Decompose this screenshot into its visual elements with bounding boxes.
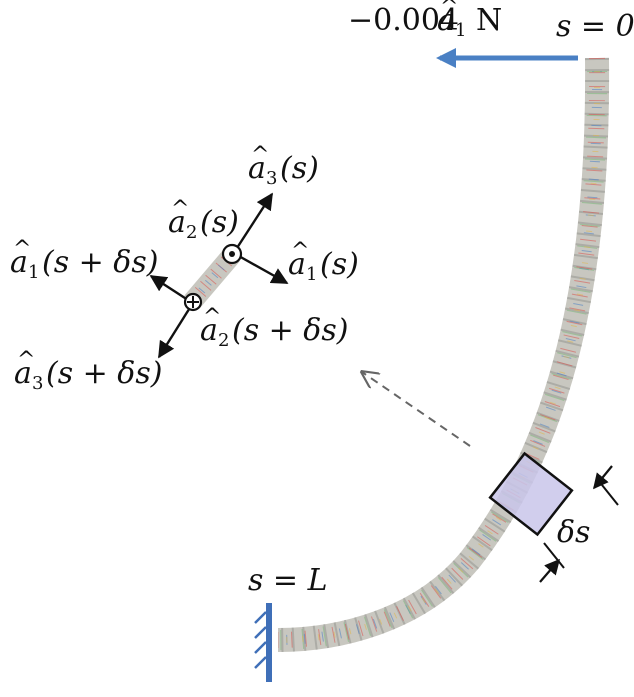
svg-text:a: a xyxy=(10,245,28,280)
element-box xyxy=(488,451,574,537)
triad-s xyxy=(221,192,289,285)
svg-text:3: 3 xyxy=(32,373,43,394)
svg-text:(s + δs): (s + δs) xyxy=(42,245,158,280)
svg-text:a: a xyxy=(200,313,218,348)
svg-text:a: a xyxy=(248,151,266,186)
label-a1-s: a ^ 1 (s) xyxy=(288,239,359,285)
force-magnitude: −0.004 xyxy=(348,3,459,38)
svg-text:(s): (s) xyxy=(320,247,359,282)
triad-s-plus-ds xyxy=(149,274,203,359)
svg-text:2: 2 xyxy=(186,222,197,243)
svg-text:2: 2 xyxy=(218,330,229,351)
svg-text:^: ^ xyxy=(291,239,309,264)
force-vector-subscript: 1 xyxy=(455,20,466,41)
curved-rod xyxy=(277,57,610,652)
svg-text:3: 3 xyxy=(266,168,277,189)
zoom-pointer-arrow xyxy=(362,372,471,447)
svg-text:^: ^ xyxy=(251,143,269,168)
force-vector-hat: ^ xyxy=(440,0,458,20)
svg-text:1: 1 xyxy=(306,264,317,285)
svg-text:1: 1 xyxy=(28,262,39,283)
force-vector-symbol: a xyxy=(437,3,455,38)
s-start-label: s = 0 xyxy=(556,9,634,44)
label-a3-s: a ^ 3 (s) xyxy=(248,143,319,189)
ds-label: δs xyxy=(557,515,590,550)
svg-text:(s): (s) xyxy=(200,205,239,240)
label-a2-s-ds: a ^ 2 (s + δs) xyxy=(200,305,348,351)
svg-text:^: ^ xyxy=(203,305,221,330)
svg-text:a: a xyxy=(288,247,306,282)
svg-text:^: ^ xyxy=(171,197,189,222)
force-label: −0.004 a ^ 1 N xyxy=(348,0,502,41)
s-end-label: s = L xyxy=(248,563,328,598)
svg-text:^: ^ xyxy=(17,348,35,373)
label-a2-s: a ^ 2 (s) xyxy=(168,197,239,243)
label-a3-s-ds: a ^ 3 (s + δs) xyxy=(14,348,162,394)
force-unit: N xyxy=(476,3,502,38)
svg-text:a: a xyxy=(14,356,32,391)
svg-text:(s): (s) xyxy=(280,151,319,186)
svg-text:a: a xyxy=(168,205,186,240)
svg-text:(s + δs): (s + δs) xyxy=(232,313,348,348)
ds-dimension: δs xyxy=(539,465,619,583)
zoomed-segment xyxy=(184,248,240,309)
label-a1-s-ds: a ^ 1 (s + δs) xyxy=(10,237,158,283)
fixed-wall-support xyxy=(254,603,272,682)
svg-text:^: ^ xyxy=(13,237,31,262)
svg-text:(s + δs): (s + δs) xyxy=(46,356,162,391)
